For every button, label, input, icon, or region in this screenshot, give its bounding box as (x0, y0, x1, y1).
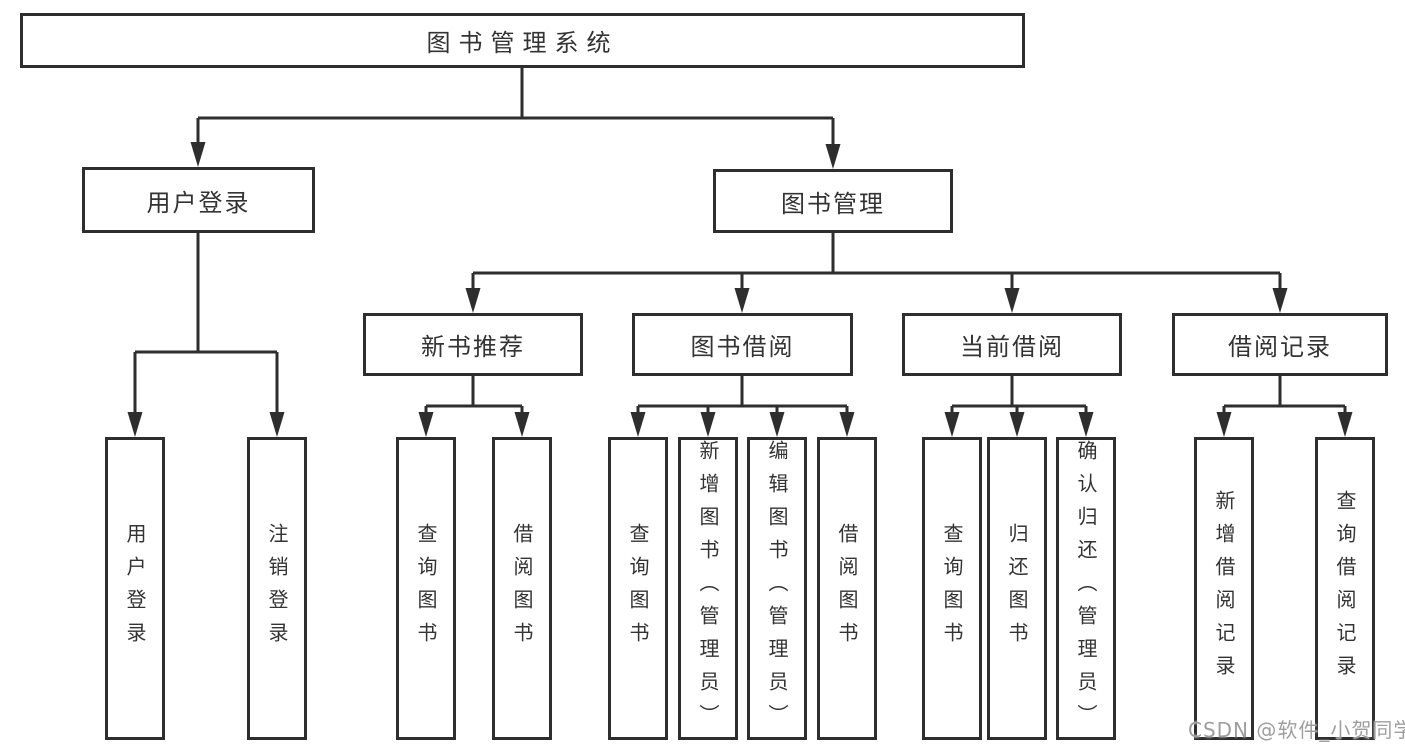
leaf-label-borrow-book-borrowing: 借阅图书 (835, 522, 859, 655)
leaf-label-query-book-current: 查询图书 (940, 522, 964, 655)
leaf-box-query-book-recommend: 查询图书 (396, 437, 456, 740)
node-box-borrow-records: 借阅记录 (1172, 313, 1388, 376)
leaf-label-add-borrow-record: 新增借阅记录 (1212, 489, 1236, 688)
leaf-label-query-book-recommend: 查询图书 (414, 522, 438, 655)
leaf-box-user-login: 用户登录 (105, 437, 165, 740)
node-label-borrow-records: 借阅记录 (1228, 333, 1332, 361)
node-label-user-login: 用户登录 (146, 188, 251, 217)
node-box-user-login: 用户登录 (82, 167, 315, 233)
leaf-box-add-borrow-record: 新增借阅记录 (1194, 437, 1254, 740)
node-label-book-borrowing: 图书借阅 (690, 333, 795, 361)
leaf-label-add-book-admin: 新增图书（管理员） (696, 440, 720, 737)
leaf-box-query-book-borrowing: 查询图书 (608, 437, 668, 740)
leaf-box-edit-book-admin: 编辑图书（管理员） (747, 437, 807, 740)
node-box-book-management: 图书管理 (713, 169, 953, 233)
leaf-box-query-book-current: 查询图书 (922, 437, 982, 740)
node-label-current-borrowing: 当前借阅 (960, 333, 1064, 361)
leaf-label-query-borrow-record: 查询借阅记录 (1333, 489, 1357, 688)
leaf-label-return-book: 归还图书 (1005, 522, 1029, 655)
leaf-label-confirm-return-admin: 确认归还（管理员） (1074, 440, 1098, 737)
leaf-label-logout: 注销登录 (265, 522, 289, 655)
leaf-box-borrow-book-recommend: 借阅图书 (492, 437, 552, 740)
node-label-book-management: 图书管理 (781, 189, 885, 218)
node-box-new-book-recommend: 新书推荐 (363, 313, 583, 376)
leaf-label-edit-book-admin: 编辑图书（管理员） (765, 440, 789, 737)
watermark: CSDN @软件_小贺同学 (1188, 718, 1405, 742)
leaf-label-query-book-borrowing: 查询图书 (626, 522, 650, 655)
leaf-box-logout: 注销登录 (247, 437, 307, 740)
node-label-new-book-recommend: 新书推荐 (421, 333, 525, 361)
node-box-root: 图书管理系统 (20, 13, 1025, 68)
node-box-current-borrowing: 当前借阅 (902, 313, 1122, 376)
leaf-label-borrow-book-recommend: 借阅图书 (510, 522, 534, 655)
node-label-root: 图书管理系统 (426, 29, 619, 57)
leaf-box-query-borrow-record: 查询借阅记录 (1315, 437, 1375, 740)
leaf-box-borrow-book-borrowing: 借阅图书 (817, 437, 877, 740)
leaf-box-return-book: 归还图书 (987, 437, 1047, 740)
leaf-box-confirm-return-admin: 确认归还（管理员） (1056, 437, 1116, 740)
node-box-book-borrowing: 图书借阅 (632, 313, 853, 376)
leaf-label-user-login: 用户登录 (123, 522, 147, 655)
leaf-box-add-book-admin: 新增图书（管理员） (678, 437, 738, 740)
